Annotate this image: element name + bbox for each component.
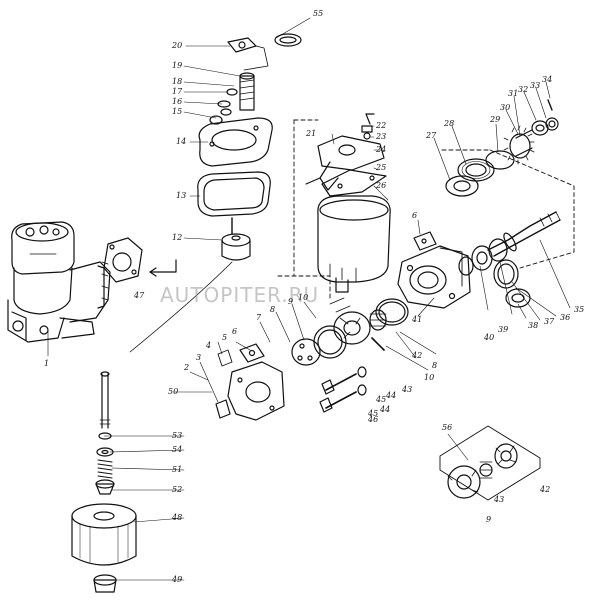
gasket-47: [103, 237, 177, 283]
callout-20: 20: [172, 41, 183, 50]
callout-52: 52: [172, 485, 183, 494]
callout-50: 50: [168, 387, 179, 396]
callout-41: 41: [412, 315, 423, 324]
callout-10-right: 10: [424, 373, 435, 382]
callout-33: 33: [530, 81, 541, 90]
callout-53: 53: [172, 431, 183, 440]
guide-lines: [277, 119, 575, 301]
callout-16: 16: [172, 97, 183, 106]
leader-lines: [47, 17, 571, 581]
callout-9-left: 9: [288, 297, 294, 306]
top-stack: [129, 33, 302, 353]
callout-45-lower: 45: [368, 409, 379, 418]
callout-39: 39: [498, 325, 509, 334]
callout-8-left: 8: [270, 305, 276, 314]
watermark-text: AUTOPITER.RU: [160, 283, 320, 307]
callout-28: 28: [444, 119, 455, 128]
callout-56: 56: [442, 423, 453, 432]
callout-18: 18: [172, 77, 183, 86]
callout-12: 12: [172, 233, 183, 242]
callout-19: 19: [172, 61, 183, 70]
callout-6-upper: 6: [412, 211, 418, 220]
callout-8-right: 8: [432, 361, 438, 370]
callout-17: 17: [172, 87, 183, 96]
callout-43-detail: 43: [494, 495, 505, 504]
callout-37: 37: [544, 317, 555, 326]
callout-35: 35: [574, 305, 585, 314]
callout-44-lower: 44: [380, 405, 391, 414]
callout-15: 15: [172, 107, 183, 116]
callout-21: 21: [306, 129, 317, 138]
detail-56: [439, 425, 541, 501]
callout-38: 38: [528, 321, 539, 330]
callout-45-upper: 45: [376, 395, 387, 404]
callout-30: 30: [500, 103, 511, 112]
callout-49: 49: [172, 575, 183, 584]
callout-24: 24: [376, 145, 387, 154]
callout-44-upper: 44: [386, 391, 397, 400]
callout-47: 47: [134, 291, 145, 300]
callout-10-left: 10: [298, 293, 309, 302]
callout-13: 13: [176, 191, 187, 200]
callout-14: 14: [176, 137, 187, 146]
front-cover: [215, 343, 367, 421]
callout-55: 55: [313, 9, 324, 18]
callout-48: 48: [172, 513, 183, 522]
callout-46: 46: [368, 415, 379, 424]
callout-51: 51: [172, 465, 183, 474]
valve-stack: [71, 371, 137, 593]
callout-22: 22: [376, 121, 387, 130]
callout-26: 26: [376, 181, 387, 190]
callout-34: 34: [542, 75, 553, 84]
callout-42: 42: [412, 351, 423, 360]
callout-2: 2: [184, 363, 190, 372]
callout-25: 25: [376, 163, 387, 172]
callout-4: 4: [206, 341, 212, 350]
callout-42-detail: 42: [540, 485, 551, 494]
callout-36: 36: [560, 313, 571, 322]
callout-9-detail: 9: [486, 515, 492, 524]
rotor-pack: [291, 297, 387, 366]
callout-3: 3: [196, 353, 202, 362]
callout-40: 40: [484, 333, 495, 342]
callout-6-lower: 6: [232, 327, 238, 336]
callout-43-main: 43: [402, 385, 413, 394]
callout-29: 29: [490, 115, 501, 124]
filter-cover: [305, 113, 391, 293]
callout-54: 54: [172, 445, 183, 454]
callout-7: 7: [256, 313, 262, 322]
callout-23: 23: [376, 132, 387, 141]
callout-5: 5: [222, 333, 228, 342]
callout-31: 31: [508, 89, 519, 98]
callout-32: 32: [518, 85, 529, 94]
callout-27: 27: [426, 131, 437, 140]
pump-body: [375, 231, 531, 326]
callout-1: 1: [44, 359, 50, 368]
shaft-group: [445, 99, 561, 257]
pump-assembly: [7, 221, 111, 343]
